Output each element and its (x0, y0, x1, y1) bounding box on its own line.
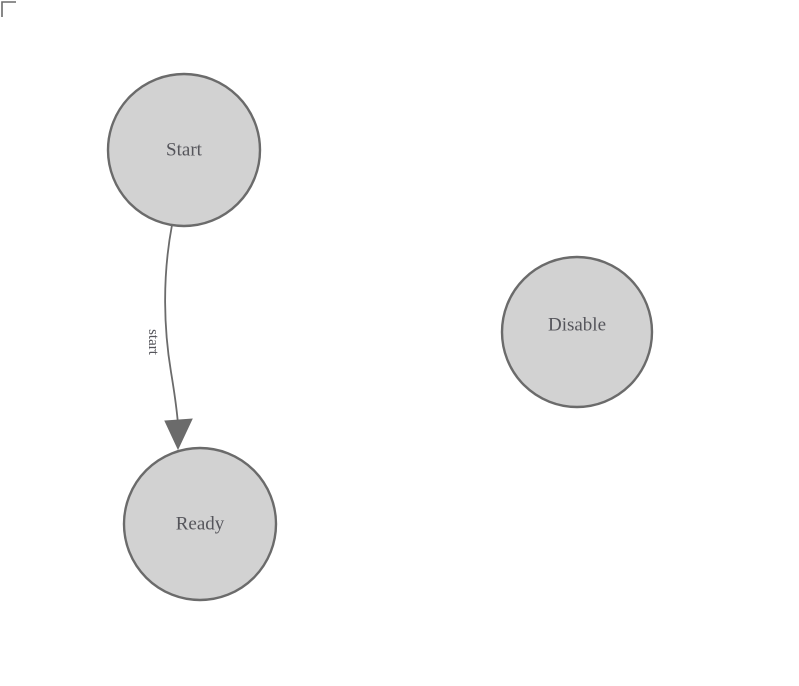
node-label-start: Start (166, 139, 203, 160)
node-label-ready: Ready (176, 513, 225, 534)
top-left-corner-bracket-icon (1, 1, 16, 17)
edge-path (164, 224, 179, 425)
node-label-disable: Disable (548, 314, 606, 335)
edge-start-to-ready[interactable]: start (145, 224, 193, 451)
node-circle[interactable] (106, 72, 262, 228)
node-disable[interactable]: Disable (500, 255, 654, 409)
node-circle[interactable] (122, 446, 278, 602)
node-ready[interactable]: Ready (122, 446, 278, 602)
arrowhead-icon (164, 418, 193, 451)
edge-label-start: start (145, 329, 161, 356)
node-circle[interactable] (500, 255, 654, 409)
node-start[interactable]: Start (106, 72, 262, 228)
